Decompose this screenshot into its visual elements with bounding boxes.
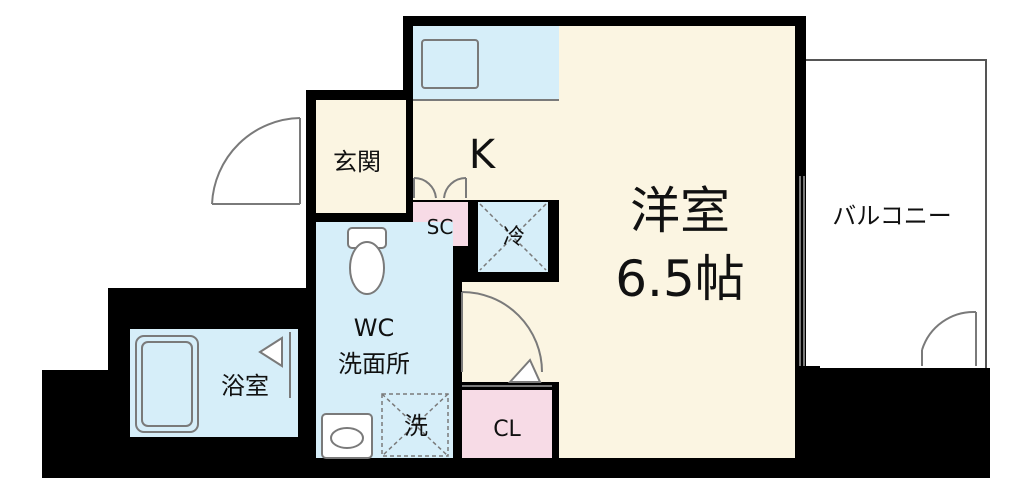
bath-label: 浴室 xyxy=(221,372,269,400)
kitchen-label: K xyxy=(469,132,497,178)
washer-box xyxy=(381,393,449,457)
washbasin xyxy=(321,413,373,459)
bathtub-inner xyxy=(141,341,193,427)
toilet-bowl xyxy=(349,241,385,295)
bathtub xyxy=(135,335,199,433)
washbasin-bowl xyxy=(330,427,364,449)
fixtures xyxy=(135,39,987,459)
kitchen-sink xyxy=(421,39,479,89)
washer-diag-b xyxy=(381,393,449,457)
balcony-rail xyxy=(806,59,987,368)
closet-label: CL xyxy=(493,417,521,442)
fridge-diag-b xyxy=(479,203,547,271)
kitchen-floor xyxy=(413,100,559,200)
wc-label: WC xyxy=(354,314,395,342)
bath-door-mark xyxy=(258,336,283,368)
closet-floor xyxy=(462,390,552,458)
western-room-name: 洋室 xyxy=(630,182,730,240)
western-room-size: 6.5帖 xyxy=(615,250,745,308)
entrance-floor xyxy=(316,100,406,213)
washer-label: 洗 xyxy=(404,412,428,440)
entrance-label: 玄関 xyxy=(333,148,381,176)
balcony-label: バルコニー xyxy=(832,202,952,230)
entrance-door-arc xyxy=(211,117,301,205)
hall-floor xyxy=(462,282,559,382)
kitchen-door-arc-left xyxy=(413,176,437,199)
kitchen-door-arc-right xyxy=(443,176,467,199)
labels: 洋室 6.5帖 K 玄関 SC 冷 WC 洗面所 浴室 洗 CL バルコニー xyxy=(221,132,952,442)
fridge-label: 冷 xyxy=(503,225,525,250)
closet-door-mark xyxy=(507,358,542,383)
hall-door-arc xyxy=(461,291,543,373)
western-room-floor xyxy=(559,26,795,458)
washroom-label: 洗面所 xyxy=(338,350,410,378)
fridge-diag-a xyxy=(479,203,547,271)
shoe-closet-label: SC xyxy=(427,215,454,239)
balcony-door-arc xyxy=(921,310,977,351)
